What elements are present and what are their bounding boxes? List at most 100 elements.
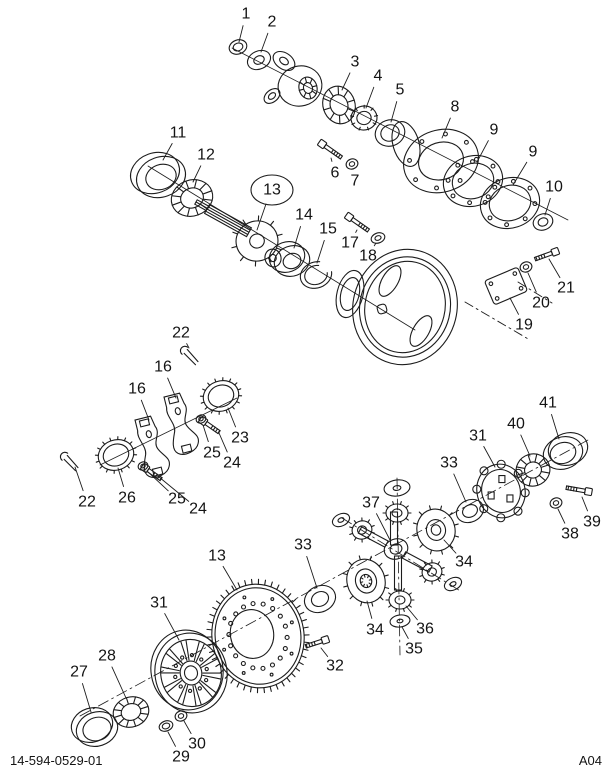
callout-label[interactable]: 7 [351, 173, 360, 190]
callout-part-28[interactable]: 28 [98, 648, 127, 699]
callout-label[interactable]: 2 [268, 14, 277, 31]
callout-part-29[interactable]: 29 [167, 731, 190, 766]
callout-label[interactable]: 23 [231, 430, 249, 447]
callout-part-2[interactable]: 2 [260, 14, 277, 53]
callout-part-9[interactable]: 9 [512, 144, 538, 186]
callout-part-17[interactable]: 17 [341, 229, 359, 252]
callout-label[interactable]: 5 [396, 82, 405, 99]
callout-label[interactable]: 13 [208, 548, 226, 565]
callout-part-6[interactable]: 6 [331, 157, 340, 182]
callout-label[interactable]: 24 [223, 455, 241, 472]
callout-label[interactable]: 36 [416, 621, 434, 638]
callout-label[interactable]: 33 [294, 537, 312, 554]
callout-part-9[interactable]: 9 [476, 122, 499, 163]
callout-label[interactable]: 22 [78, 494, 96, 511]
callout-part-16[interactable]: 16 [154, 359, 177, 399]
callout-label[interactable]: 32 [326, 658, 344, 675]
callout-part-19[interactable]: 19 [509, 297, 533, 334]
callout-part-4[interactable]: 4 [365, 68, 383, 109]
callout-part-15[interactable]: 15 [316, 221, 337, 264]
callout-part-1[interactable]: 1 [238, 6, 251, 43]
callout-part-39[interactable]: 39 [581, 496, 601, 531]
callout-part-34[interactable]: 34 [366, 600, 384, 639]
callout-label[interactable]: 17 [341, 235, 359, 252]
callout-part-36[interactable]: 36 [405, 605, 434, 638]
callout-part-23[interactable]: 23 [227, 407, 249, 447]
callout-part-26[interactable]: 26 [117, 467, 136, 507]
callout-label[interactable]: 27 [70, 664, 88, 681]
callout-label[interactable]: 25 [168, 491, 186, 508]
highlighted-callout-part-13[interactable]: 13 [250, 174, 294, 231]
callout-part-38[interactable]: 38 [557, 508, 579, 543]
callout-label[interactable]: 12 [197, 147, 215, 164]
callout-label[interactable]: 9 [529, 144, 538, 161]
callout-label[interactable]: 31 [150, 595, 168, 612]
callout-label[interactable]: 30 [188, 736, 206, 753]
callout-part-10[interactable]: 10 [544, 179, 563, 216]
callout-label[interactable]: 21 [557, 280, 575, 297]
callout-part-35[interactable]: 35 [401, 626, 423, 658]
callout-label[interactable]: 8 [451, 99, 460, 116]
callout-part-37[interactable]: 37 [362, 495, 391, 541]
callout-label[interactable]: 10 [545, 179, 563, 196]
callout-part-31[interactable]: 31 [469, 428, 496, 468]
callout-part-8[interactable]: 8 [441, 99, 460, 139]
callout-part-22[interactable]: 22 [172, 325, 190, 349]
callout-label[interactable]: 16 [154, 359, 172, 376]
callout-label[interactable]: 16 [128, 381, 146, 398]
callout-part-14[interactable]: 14 [293, 207, 313, 249]
callout-part-33[interactable]: 33 [440, 455, 467, 503]
callout-part-31[interactable]: 31 [150, 595, 180, 641]
callout-label[interactable]: 1 [242, 6, 251, 23]
callout-label[interactable]: 37 [362, 495, 380, 512]
callout-label[interactable]: 41 [539, 395, 557, 412]
callout-label[interactable]: 26 [118, 490, 136, 507]
callout-part-18[interactable]: 18 [359, 242, 377, 265]
callout-part-25[interactable]: 25 [202, 424, 221, 462]
callout-part-33[interactable]: 33 [294, 537, 318, 589]
callout-label[interactable]: 18 [359, 248, 377, 265]
callout-label[interactable]: 34 [366, 622, 384, 639]
callout-part-25[interactable]: 25 [146, 470, 186, 508]
callout-part-24[interactable]: 24 [158, 476, 207, 518]
callout-label[interactable]: 24 [189, 501, 207, 518]
callout-label[interactable]: 19 [515, 317, 533, 334]
callout-label[interactable]: 35 [405, 641, 423, 658]
callout-label[interactable]: 13 [263, 182, 281, 199]
callout-label[interactable]: 31 [469, 428, 487, 445]
callout-part-22[interactable]: 22 [74, 466, 96, 511]
callout-label[interactable]: 9 [490, 122, 499, 139]
callout-label[interactable]: 40 [507, 416, 525, 433]
callout-part-34[interactable]: 34 [443, 539, 473, 571]
callout-part-11[interactable]: 11 [162, 125, 187, 161]
callout-label[interactable]: 29 [172, 749, 190, 766]
callout-part-16[interactable]: 16 [128, 381, 150, 421]
callout-part-3[interactable]: 3 [341, 54, 360, 91]
callout-label[interactable]: 25 [203, 445, 221, 462]
callout-part-20[interactable]: 20 [527, 272, 550, 312]
callout-label[interactable]: 38 [561, 526, 579, 543]
callout-part-30[interactable]: 30 [183, 720, 206, 753]
callout-part-24[interactable]: 24 [218, 432, 241, 472]
callout-part-41[interactable]: 41 [539, 395, 560, 440]
callout-part-5[interactable]: 5 [390, 82, 405, 123]
callout-part-21[interactable]: 21 [548, 258, 575, 297]
callout-label[interactable]: 34 [455, 554, 473, 571]
callout-part-7[interactable]: 7 [351, 168, 360, 190]
callout-label[interactable]: 3 [351, 54, 360, 71]
callout-part-27[interactable]: 27 [70, 664, 92, 713]
callout-label[interactable]: 11 [170, 125, 187, 142]
callout-part-40[interactable]: 40 [507, 416, 531, 457]
callout-label[interactable]: 6 [331, 165, 340, 182]
callout-label[interactable]: 28 [98, 648, 116, 665]
callout-label[interactable]: 4 [374, 68, 383, 85]
callout-label[interactable]: 39 [583, 514, 601, 531]
callout-part-12[interactable]: 12 [192, 147, 215, 183]
callout-label[interactable]: 15 [319, 221, 337, 238]
callout-part-32[interactable]: 32 [320, 647, 344, 675]
callout-part-13[interactable]: 13 [208, 548, 238, 591]
callout-label[interactable]: 22 [172, 325, 190, 342]
callout-label[interactable]: 33 [440, 455, 458, 472]
callout-label[interactable]: 14 [295, 207, 313, 224]
callout-label[interactable]: 20 [532, 295, 550, 312]
